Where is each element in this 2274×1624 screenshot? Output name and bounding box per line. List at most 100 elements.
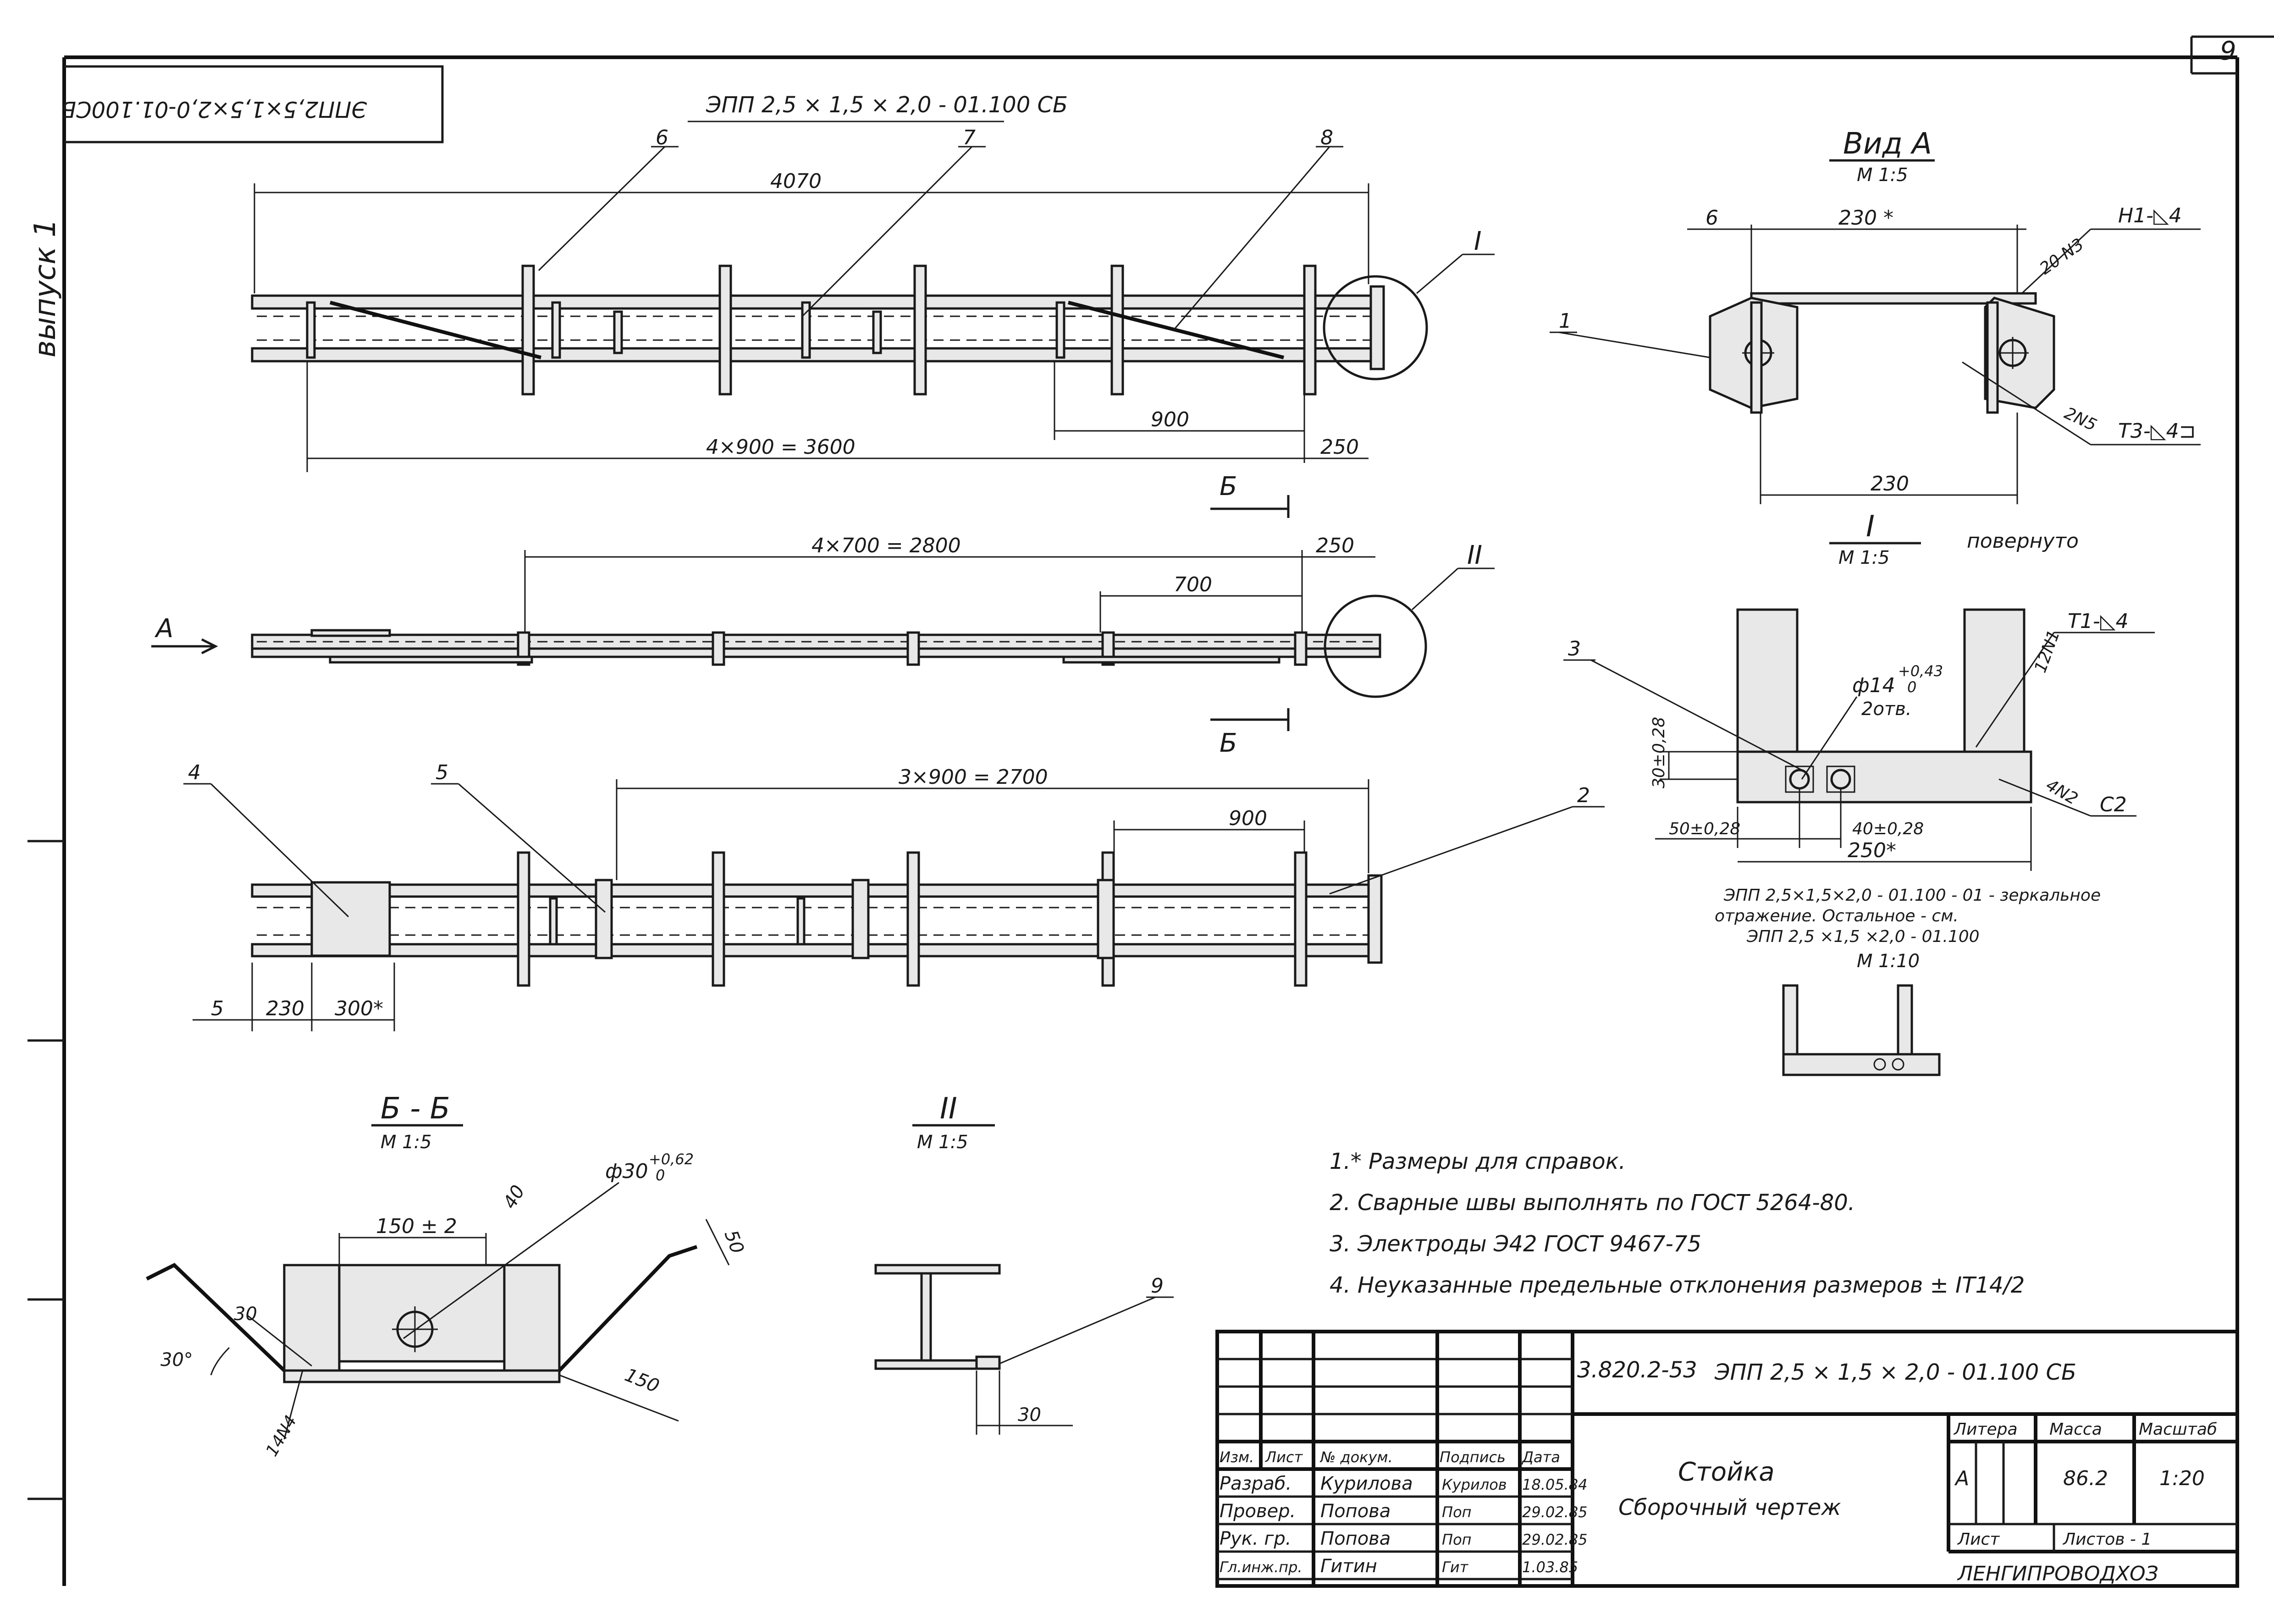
detail-i-dim-total: 250*	[1848, 839, 1896, 862]
callout-7: 7	[963, 126, 976, 149]
tb-row-date: 29.02.85	[1522, 1503, 1588, 1521]
view-a-callout-1: 1	[1559, 309, 1572, 333]
side-label: выпуск 1	[28, 219, 62, 358]
detail-i-callout-3: 3	[1568, 637, 1581, 661]
section-bb-scale: М 1:5	[381, 1132, 432, 1153]
main-view-title: ЭПП 2,5 × 1,5 × 2,0 - 01.100 СБ	[706, 92, 1068, 118]
tb-row-role: Гл.инж.пр.	[1220, 1558, 1303, 1576]
view-ref-a: А	[155, 614, 173, 644]
callout-4: 4	[188, 761, 201, 784]
tb-col-list: Лист	[1265, 1448, 1303, 1466]
tb-row-sign: Поп	[1442, 1503, 1472, 1521]
bottom-dim-c: 300*	[335, 997, 383, 1020]
side-dim-end: 250	[1316, 534, 1354, 557]
view-a-scale: М 1:5	[1857, 165, 1908, 186]
tb-row-role: Рук. гр.	[1220, 1528, 1292, 1549]
detail-i-scale: М 1:5	[1838, 547, 1890, 568]
tb-scale: 1:20	[2159, 1467, 2205, 1490]
bottom-dim-b: 230	[266, 997, 304, 1020]
tb-col-izm: Изм.	[1220, 1448, 1254, 1466]
main-view: ЭПП 2,5 × 1,5 × 2,0 - 01.100 СБ 4070 4×9…	[251, 92, 1495, 518]
detail-i-hole: ф14	[1852, 674, 1895, 697]
callout-6: 6	[656, 126, 668, 149]
view-a: Вид А М 1:5 230 * 6 230 Н1-◺4 20 N3 Т3-◺…	[1550, 127, 2201, 504]
detail-ii-callout-9: 9	[1151, 1274, 1164, 1298]
dim-end: 250	[1320, 435, 1359, 459]
view-a-title: Вид А	[1843, 127, 1932, 161]
detail-ii: II М 1:5 9 30	[874, 1092, 1174, 1435]
view-a-weld-top: Н1-◺4	[2118, 204, 2182, 227]
title-block: 3.820.2-53 ЭПП 2,5 × 1,5 × 2,0 - 01.100 …	[1215, 1330, 2239, 1588]
tb-sheet-label: Лист	[1957, 1530, 2000, 1549]
section-bb-dim-50: 50	[720, 1228, 748, 1257]
tb-sheets-label: Листов - 1	[2062, 1530, 2152, 1549]
tb-litera: А	[1954, 1467, 1969, 1490]
detail-i-weld-pos: 12N1	[2031, 628, 2064, 675]
bottom-dim-pitch-series: 3×900 = 2700	[899, 765, 1048, 789]
stamp-designation: ЭПП2,5×1,5×2,0-01.100СБ	[61, 96, 367, 122]
tb-name-1: Стойка	[1678, 1457, 1775, 1487]
tb-row-name: Попова	[1320, 1501, 1391, 1522]
tb-col-sign: Подпись	[1440, 1448, 1506, 1466]
side-view: 4×700 = 2800 250 700 II А Б	[151, 534, 1495, 758]
detail-i-dim-h: 30±0,28	[1650, 717, 1668, 788]
tb-row-sign: Гит	[1442, 1558, 1469, 1576]
tb-row-sign: Поп	[1442, 1531, 1472, 1548]
tb-designation: ЭПП 2,5 × 1,5 × 2,0 - 01.100 СБ	[1714, 1360, 2076, 1385]
tb-row-role: Разраб.	[1220, 1473, 1292, 1494]
tb-row-date: 1.03.85	[1522, 1558, 1578, 1576]
view-a-weld-top-pos: 20 N3	[2037, 235, 2087, 278]
tb-row-date: 29.02.85	[1522, 1531, 1588, 1548]
callout-8: 8	[1320, 126, 1333, 149]
detail-i: I М 1:5 повернуто ф14 +0,43 0 2отв. Т1-◺…	[1563, 510, 2155, 1076]
detail-ii-dim-30: 30	[1018, 1404, 1041, 1426]
tb-org: ЛЕНГИПРОВОДХОЗ	[1957, 1562, 2158, 1585]
callout-5: 5	[436, 761, 448, 784]
mirror-scale: М 1:10	[1857, 951, 1920, 972]
section-bb-dim-angle: 30°	[160, 1349, 193, 1371]
note-4: 4. Неуказанные предельные отклонения раз…	[1330, 1272, 2025, 1298]
section-bb-title: Б - Б	[381, 1092, 450, 1126]
tb-row-sign: Курилов	[1442, 1476, 1507, 1493]
detail-ref-ii: II	[1467, 540, 1482, 570]
detail-i-weld: Т1-◺4	[2068, 610, 2129, 633]
section-ref-b-top: Б	[1220, 472, 1237, 501]
detail-i-hole-tol: +0,43	[1898, 662, 1943, 680]
side-dim-pitch: 700	[1174, 573, 1212, 596]
sheet-number: 9	[2220, 36, 2236, 66]
mirror-note-1: ЭПП 2,5×1,5×2,0 - 01.100 - 01 - зеркальн…	[1723, 886, 2101, 905]
section-bb-weld-pos: 14N4	[262, 1412, 300, 1459]
tb-row-role: Провер.	[1220, 1501, 1296, 1522]
bottom-dim-a: 5	[211, 997, 224, 1020]
tb-col-date: Дата	[1521, 1448, 1560, 1466]
rotated-stamp: ЭПП2,5×1,5×2,0-01.100СБ	[61, 65, 444, 143]
section-bb: Б - Б М 1:5 150 ± 2 ф30 +0,62 0 40 50 30…	[146, 1092, 748, 1460]
note-1: 1.* Размеры для справок.	[1330, 1149, 1626, 1174]
tb-row-name: Попова	[1320, 1528, 1391, 1549]
side-dim-pitch-series: 4×700 = 2800	[811, 534, 961, 557]
detail-ii-title: II	[940, 1092, 957, 1126]
section-bb-dim-width: 150 ± 2	[376, 1215, 457, 1238]
tb-litera-label: Литера	[1953, 1420, 2018, 1439]
tb-col-doc: № докум.	[1319, 1448, 1393, 1466]
tb-row-name: Курилова	[1320, 1473, 1413, 1494]
section-ref-b-bottom: Б	[1220, 728, 1237, 758]
tb-code: 3.820.2-53	[1577, 1357, 1697, 1383]
tb-name-2: Сборочный чертеж	[1618, 1495, 1841, 1520]
note-3: 3. Электроды Э42 ГОСТ 9467-75	[1330, 1231, 1701, 1257]
tb-row-date: 18.05.84	[1522, 1476, 1588, 1493]
dim-pitch-series: 4×900 = 3600	[706, 435, 856, 459]
mirror-note-3: ЭПП 2,5 ×1,5 ×2,0 - 01.100	[1746, 927, 1980, 946]
section-bb-hole-tol: +0,62	[649, 1151, 694, 1168]
section-bb-hole: ф30	[605, 1160, 648, 1183]
notes: 1.* Размеры для справок. 2. Сварные швы …	[1330, 1149, 2025, 1298]
bottom-dim-pitch: 900	[1229, 807, 1267, 830]
tb-scale-label: Масштаб	[2139, 1420, 2217, 1439]
detail-ii-scale: М 1:5	[917, 1132, 968, 1153]
note-2: 2. Сварные швы выполнять по ГОСТ 5264-80…	[1330, 1190, 1855, 1216]
dim-total-length: 4070	[770, 170, 822, 193]
section-bb-dim-40: 40	[499, 1182, 529, 1212]
detail-i-dim-b: 40±0,28	[1852, 820, 1924, 838]
